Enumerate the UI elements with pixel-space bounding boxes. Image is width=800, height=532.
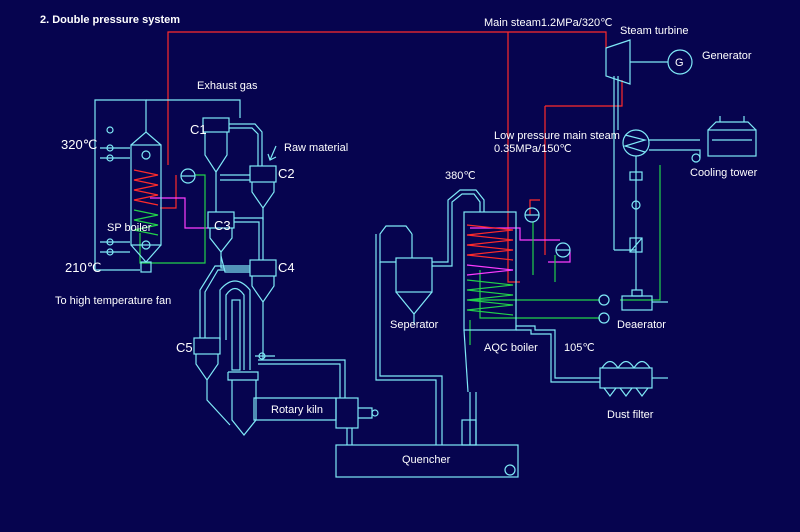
label-aqc-boiler: AQC boiler [484,342,538,354]
cyclone-c2 [249,165,277,220]
label-c4: C4 [278,260,295,275]
label-low-pressure-2: 0.35MPa/150℃ [494,143,572,155]
sp-boiler [130,131,162,273]
label-c3: C3 [214,218,231,233]
diagram-title: 2. Double pressure system [40,14,180,26]
label-low-pressure-1: Low pressure main steam [494,130,620,142]
label-c5: C5 [176,340,193,355]
label-temp-105: 105℃ [564,342,595,354]
label-c1: C1 [190,122,207,137]
label-deaerator: Deaerator [617,319,666,331]
label-raw-material: Raw material [284,142,348,154]
cyclone-c1 [202,117,230,180]
label-seperator: Seperator [390,319,439,331]
condenser [613,76,701,290]
quencher [335,392,519,478]
aqc-boiler [463,207,600,393]
label-main-steam: Main steam1.2MPa/320℃ [484,17,613,29]
preheater-ducts [199,123,277,360]
generator: G [667,49,693,75]
water-line [139,165,661,345]
label-exhaust-gas: Exhaust gas [197,80,258,92]
label-temp-380: 380℃ [445,170,476,182]
label-dust-filter: Dust filter [607,409,654,421]
dust-filter [599,360,668,397]
label-cooling-tower: Cooling tower [690,167,758,179]
cooling-tower [707,116,757,157]
deaerator [598,289,668,324]
kiln-inlet [206,352,346,436]
label-sp-boiler: SP boiler [107,222,152,234]
label-c2: C2 [278,166,295,181]
label-quencher: Quencher [402,454,451,466]
cyclone-c4 [249,259,277,304]
label-temp-320: 320℃ [61,137,97,152]
sp-boiler-piping [94,99,241,271]
label-generator: Generator [702,50,752,62]
low-pressure-line [150,197,571,263]
seperator [375,189,485,408]
sp-boiler-drum [180,168,196,184]
steam-turbine [605,39,668,85]
cyclone-c5 [193,337,221,382]
generator-symbol: G [675,57,684,69]
calciner [219,280,251,371]
main-steam-line [160,31,623,283]
label-rotary-kiln: Rotary kiln [271,404,323,416]
label-to-fan: To high temperature fan [55,295,171,307]
label-steam-turbine: Steam turbine [620,25,688,37]
label-temp-210: 210℃ [65,260,101,275]
